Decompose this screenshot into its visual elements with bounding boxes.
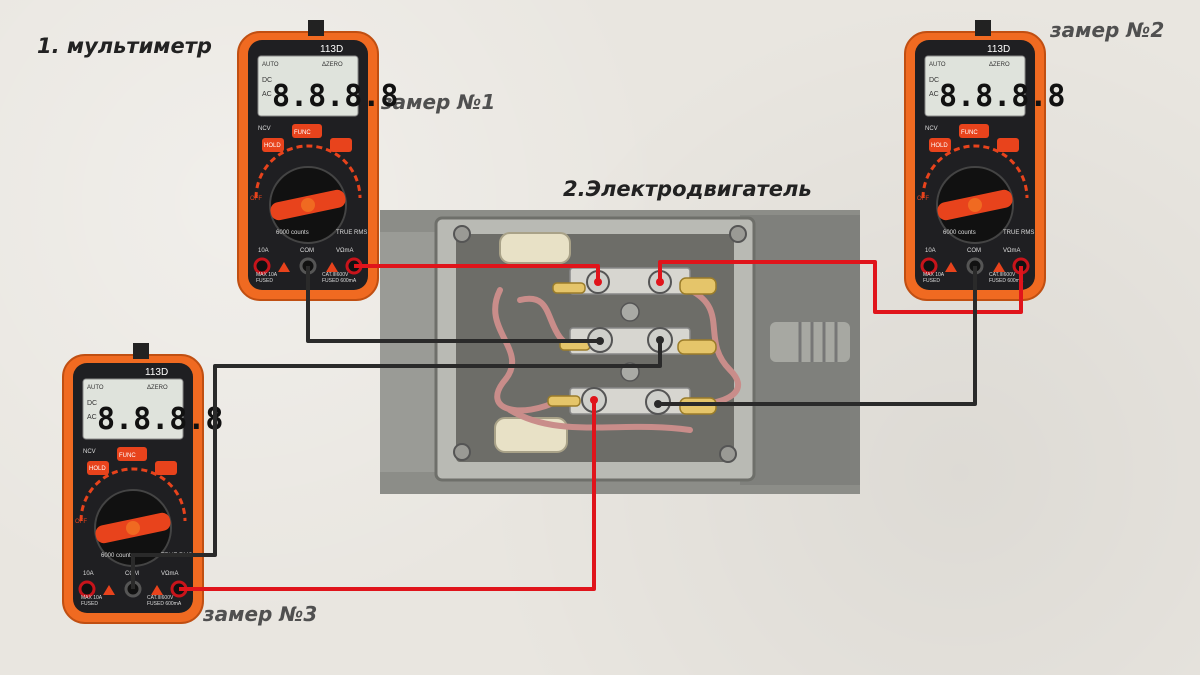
svg-text:TRUE RMS: TRUE RMS [336, 230, 367, 236]
svg-text:CAT.III600V: CAT.III600V [322, 272, 349, 278]
svg-text:MAX 10A: MAX 10A [923, 272, 945, 278]
multimeter-1-labels: 113D AUTO ΔZERO DC AC 8.8.8.8 FUNC HOLD … [250, 44, 398, 284]
svg-text:COM: COM [967, 248, 981, 254]
svg-text:ΔZERO: ΔZERO [147, 385, 168, 391]
svg-text:TRUE RMS: TRUE RMS [1003, 230, 1034, 236]
svg-text:8.8.8.8: 8.8.8.8 [97, 402, 223, 437]
svg-text:OFF: OFF [250, 196, 262, 202]
multimeter-2-labels: 113D AUTO ΔZERO DC AC 8.8.8.8 FUNC HOLD … [917, 44, 1065, 284]
svg-text:10A: 10A [258, 248, 269, 254]
svg-text:FUSED: FUSED [81, 601, 98, 607]
multimeter-label: 1. мультиметр [37, 34, 212, 58]
svg-text:OFF: OFF [75, 519, 87, 525]
measure3-label: замер №3 [203, 602, 318, 626]
multimeter-2 [903, 18, 1047, 302]
svg-text:113D: 113D [320, 44, 343, 55]
svg-text:6000 counts: 6000 counts [276, 230, 309, 236]
svg-text:6000 counts: 6000 counts [943, 230, 976, 236]
svg-text:HOLD: HOLD [931, 143, 948, 149]
svg-text:113D: 113D [145, 367, 168, 378]
svg-text:DC: DC [262, 77, 272, 84]
measure1-label: замер №1 [381, 90, 496, 114]
svg-text:8.8.8.8: 8.8.8.8 [939, 79, 1065, 114]
svg-text:VΩmA: VΩmA [161, 571, 179, 577]
motor-label: 2.Электродвигатель [563, 177, 812, 201]
svg-text:VΩmA: VΩmA [336, 248, 354, 254]
svg-text:8.8.8.8: 8.8.8.8 [272, 79, 398, 114]
svg-text:FUSED 600mA: FUSED 600mA [989, 278, 1024, 284]
svg-text:AUTO: AUTO [262, 62, 279, 68]
svg-text:AUTO: AUTO [929, 62, 946, 68]
svg-text:DC: DC [929, 77, 939, 84]
svg-text:AC: AC [929, 91, 939, 98]
svg-text:HOLD: HOLD [89, 466, 106, 472]
probe-contacts [590, 278, 664, 408]
svg-text:FUNC: FUNC [961, 130, 978, 136]
multimeter-3-labels: 113D AUTO ΔZERO DC AC 8.8.8.8 FUNC HOLD … [75, 367, 223, 607]
motor-terminal-box [380, 210, 860, 494]
svg-text:ΔZERO: ΔZERO [322, 62, 343, 68]
svg-text:AC: AC [262, 91, 272, 98]
svg-text:NCV: NCV [83, 449, 96, 455]
svg-text:OFF: OFF [917, 196, 929, 202]
svg-text:HOLD: HOLD [264, 143, 281, 149]
svg-text:AC: AC [87, 414, 97, 421]
svg-text:CAT.III600V: CAT.III600V [147, 595, 174, 601]
svg-text:NCV: NCV [258, 126, 271, 132]
svg-text:FUSED: FUSED [256, 278, 273, 284]
svg-text:10A: 10A [83, 571, 94, 577]
svg-text:ΔZERO: ΔZERO [989, 62, 1010, 68]
svg-text:10A: 10A [925, 248, 936, 254]
svg-text:AUTO: AUTO [87, 385, 104, 391]
svg-text:6000 counts: 6000 counts [101, 553, 134, 559]
wires-measure3 [131, 340, 662, 591]
svg-text:MAX 10A: MAX 10A [256, 272, 278, 278]
svg-text:NCV: NCV [925, 126, 938, 132]
svg-text:VΩmA: VΩmA [1003, 248, 1021, 254]
svg-text:113D: 113D [987, 44, 1010, 55]
multimeter-1 [236, 18, 380, 302]
svg-text:MAX 10A: MAX 10A [81, 595, 103, 601]
svg-text:FUNC: FUNC [294, 130, 311, 136]
svg-text:FUSED 600mA: FUSED 600mA [147, 601, 182, 607]
measure2-label: замер №2 [1050, 18, 1165, 42]
svg-text:FUSED: FUSED [923, 278, 940, 284]
svg-text:FUSED 600mA: FUSED 600mA [322, 278, 357, 284]
wires-measure2 [658, 260, 1023, 406]
svg-text:FUNC: FUNC [119, 453, 136, 459]
svg-text:DC: DC [87, 400, 97, 407]
svg-text:CAT.III600V: CAT.III600V [989, 272, 1016, 278]
wires-measure1 [306, 264, 600, 343]
svg-text:COM: COM [300, 248, 314, 254]
